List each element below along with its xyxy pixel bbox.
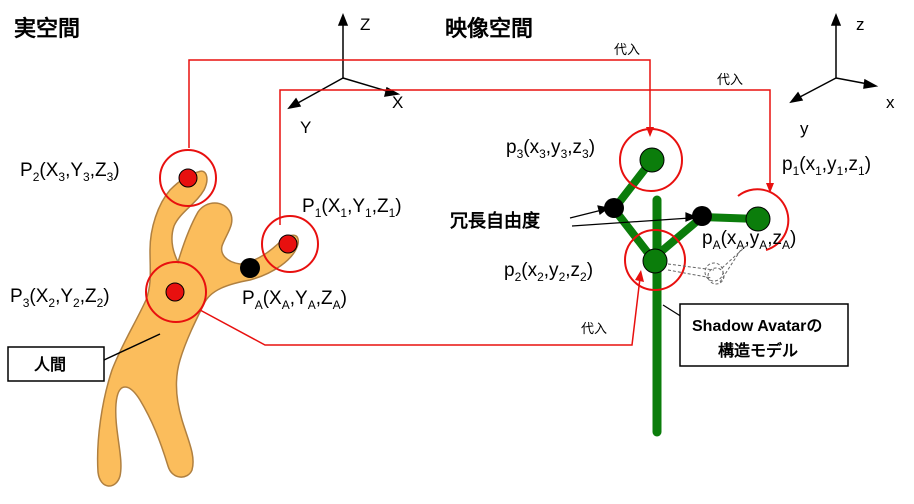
pa-real-dot — [240, 258, 260, 278]
video-axis-y-label: y — [800, 119, 809, 138]
redundant-joint-2 — [692, 206, 712, 226]
label-p3-real: P3(X2,Y2,Z2) — [10, 286, 110, 310]
avatar-joints — [604, 147, 771, 274]
p3-real-ring — [145, 261, 207, 323]
avatar-label-box — [679, 303, 849, 367]
assign-label-1: 代入 — [614, 42, 640, 57]
real-axes — [287, 12, 401, 110]
label-p1-real: P1(X1,Y1,Z1) — [302, 196, 402, 220]
p3-real-dot — [165, 282, 185, 302]
human-label: 人間 — [34, 356, 66, 374]
real-axis-x-label: X — [392, 93, 403, 112]
heading-real-space: 実空間 — [14, 16, 80, 41]
p2-real-dot — [178, 168, 198, 188]
p2-real-ring — [159, 149, 217, 207]
label-p1-video: p1(x1,y1,z1) — [782, 154, 871, 178]
assign-label-3: 代入 — [581, 321, 607, 336]
label-pa-video: pA(xA,yA,zA) — [702, 228, 796, 252]
real-markers — [145, 149, 319, 323]
heading-video-space: 映像空間 — [445, 16, 533, 41]
human-callout-line — [103, 333, 161, 361]
human-figure — [96, 170, 299, 487]
assign-label-2: 代入 — [717, 72, 743, 87]
video-axes — [789, 12, 879, 104]
pa-video-ghost — [667, 245, 747, 285]
avatar-label-line1: Shadow Avatarの — [692, 318, 822, 335]
p3-video-joint — [639, 147, 665, 173]
real-axis-y-label: Y — [300, 118, 311, 137]
label-p2-video: p2(x2,y2,z2) — [504, 260, 593, 284]
label-p3-video: p3(x3,y3,z3) — [506, 137, 595, 161]
label-p2-real: P2(X3,Y3,Z3) — [20, 160, 120, 184]
redundancy-label: 冗長自由度 — [450, 210, 541, 231]
label-pa-real: PA(XA,YA,ZA) — [242, 288, 347, 312]
p2-video-joint — [642, 248, 668, 274]
video-axis-z-label: z — [856, 15, 865, 34]
real-axis-z-label: Z — [360, 15, 370, 34]
p1-video-joint — [745, 206, 771, 232]
human-label-box — [7, 346, 105, 382]
redundant-joint-1 — [604, 198, 624, 218]
avatar-model — [610, 156, 762, 437]
redundancy-arrows — [569, 205, 698, 227]
video-axis-x-label: x — [886, 93, 895, 112]
p1-real-ring — [261, 215, 319, 273]
assign-connectors — [188, 59, 771, 346]
avatar-label-line2: 構造モデル — [718, 341, 798, 360]
video-rings — [619, 128, 790, 291]
p1-real-dot — [278, 234, 298, 254]
